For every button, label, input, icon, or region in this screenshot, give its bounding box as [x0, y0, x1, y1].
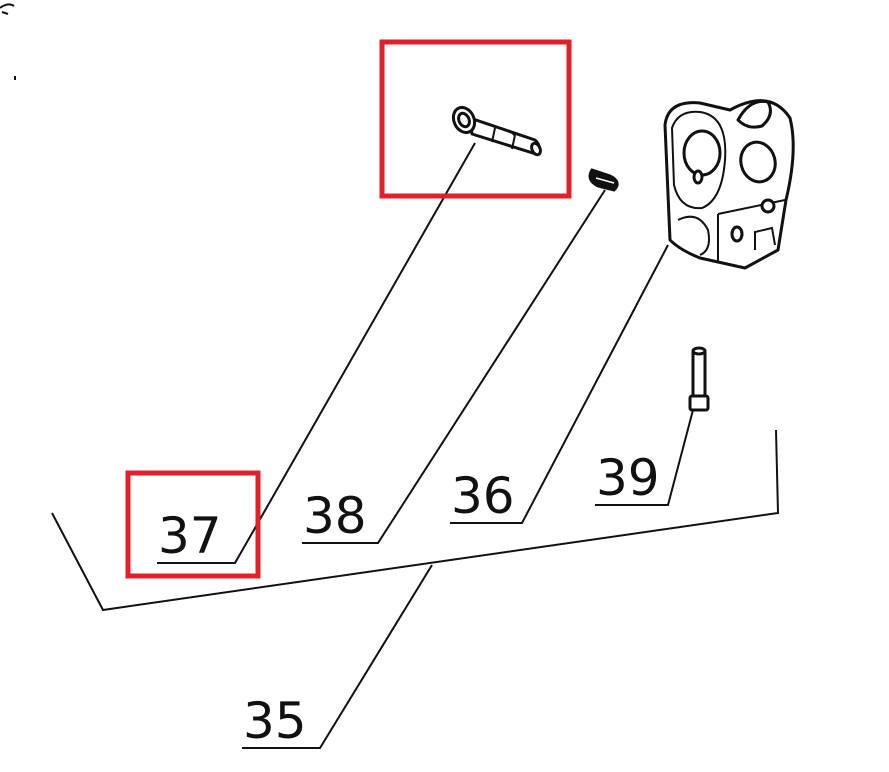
callout-35: 35 — [243, 692, 307, 750]
part-39-pin[interactable] — [688, 346, 710, 412]
part-38-set-screw[interactable] — [588, 168, 619, 192]
highlight-box-part-37 — [379, 39, 572, 199]
callout-37: 37 — [158, 507, 222, 565]
leader-line-36 — [450, 244, 669, 524]
leader-line-39 — [595, 409, 694, 506]
callout-38: 38 — [303, 487, 367, 545]
callout-39: 39 — [596, 449, 660, 507]
leader-line-38 — [302, 189, 606, 544]
callout-36: 36 — [451, 467, 515, 525]
assembly-bracket-35 — [51, 429, 780, 612]
highlight-box-callout-37 — [125, 470, 261, 579]
part-36-housing[interactable] — [663, 99, 795, 270]
leader-line-35 — [242, 564, 433, 749]
corner-artifact — [0, 3, 15, 15]
leader-line-37 — [157, 142, 476, 564]
part-37-pin[interactable] — [449, 104, 542, 157]
